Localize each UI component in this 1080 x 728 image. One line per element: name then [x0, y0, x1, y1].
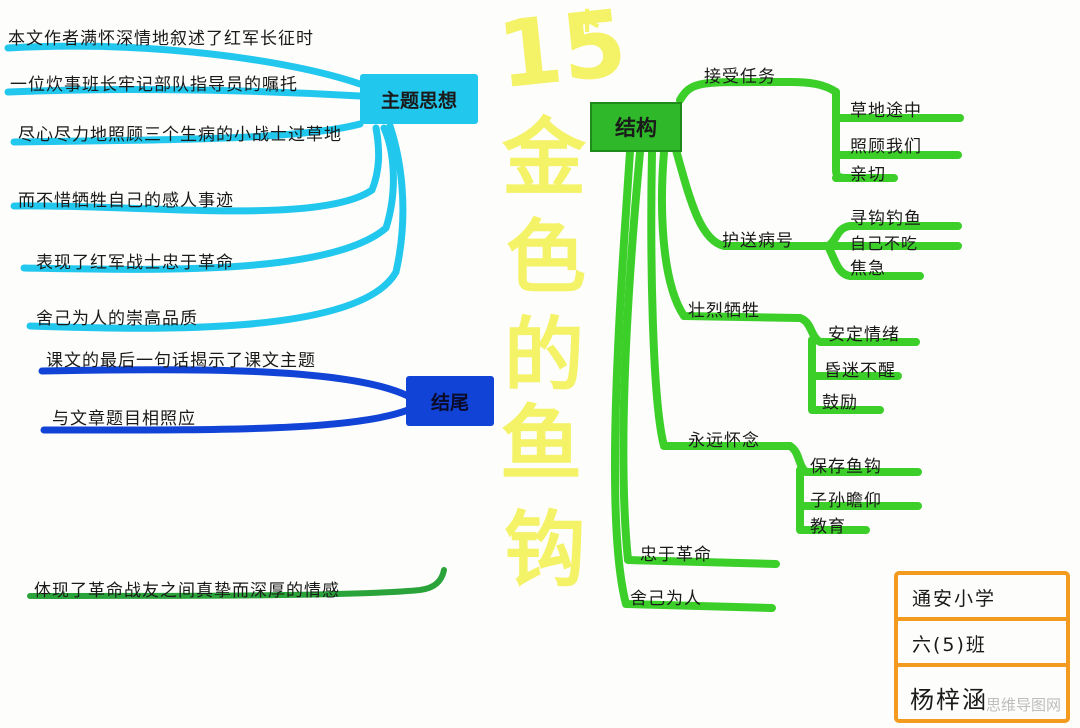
- branch-label-accept-task: 接受任务: [704, 67, 776, 87]
- theme-item: 一位炊事班长牢记部队指导员的嘱托: [10, 75, 298, 95]
- structure-connectors: [610, 77, 964, 612]
- theme-item: 表现了红军战士忠于革命: [36, 253, 234, 273]
- theme-item: 而不惜牺牲自己的感人事迹: [18, 191, 234, 211]
- theme-connectors: [4, 42, 407, 332]
- branch-child: 寻钩钓鱼: [850, 209, 922, 229]
- title-char-2: 色: [506, 211, 586, 304]
- branch-child: 安定情绪: [828, 325, 900, 345]
- branch-child: 昏迷不醒: [824, 361, 896, 381]
- structure-node-label: 结构: [615, 116, 657, 140]
- branch-child: 焦急: [850, 259, 886, 279]
- title-number: 15: [492, 0, 632, 110]
- branch-child: 鼓励: [822, 393, 858, 413]
- theme-node-label: 主题思想: [380, 89, 457, 112]
- ending-item: 课文的最后一句话揭示了课文主题: [46, 351, 316, 371]
- theme-item: 尽心尽力地照顾三个生病的小战士过草地: [18, 125, 342, 145]
- branch-child: 子孙瞻仰: [810, 491, 882, 511]
- branch-label-remember-forever: 永远怀念: [688, 431, 760, 451]
- branch-child: 教育: [810, 517, 846, 537]
- title-char-5: 钩: [504, 503, 587, 598]
- branch-label-heroic-sacrifice: 壮烈牺牲: [688, 301, 760, 321]
- title-char-3: 的: [504, 309, 584, 402]
- info-school: 通安小学: [912, 588, 997, 610]
- watermark: 思维导图网: [986, 696, 1062, 714]
- title-char-4: 鱼: [500, 397, 583, 492]
- theme-item: 本文作者满怀深情地叙述了红军长征时: [8, 29, 314, 49]
- structure-node: 结构: [590, 102, 682, 152]
- ending-item: 与文章题目相照应: [52, 409, 196, 429]
- branch-label-loyal-to-revolution: 忠于革命: [640, 545, 712, 565]
- branch-label-escort-patients: 护送病号: [722, 231, 794, 251]
- info-name: 杨梓涵: [910, 686, 988, 714]
- bottom-note: 体现了革命战友之间真挚而深厚的情感: [34, 581, 340, 601]
- ending-node-label: 结尾: [430, 391, 469, 414]
- ending-node: 结尾: [406, 376, 494, 426]
- title-mark: *: [574, 0, 601, 58]
- title-char-1: 金: [502, 109, 587, 207]
- bottom-note-line: [27, 567, 447, 599]
- theme-item: 舍己为人的崇高品质: [36, 309, 198, 329]
- branch-label-selfless: 舍己为人: [630, 589, 702, 609]
- info-class: 六(5)班: [912, 634, 987, 656]
- theme-node: 主题思想: [360, 74, 478, 124]
- ending-connectors: [38, 366, 412, 434]
- branch-child: 照顾我们: [850, 137, 922, 157]
- branch-child: 草地途中: [850, 101, 922, 121]
- info-box-frame: [894, 571, 1070, 723]
- branch-child: 亲切: [850, 165, 886, 185]
- branch-child: 自己不吃: [850, 234, 919, 253]
- branch-child: 保存鱼钩: [810, 457, 882, 477]
